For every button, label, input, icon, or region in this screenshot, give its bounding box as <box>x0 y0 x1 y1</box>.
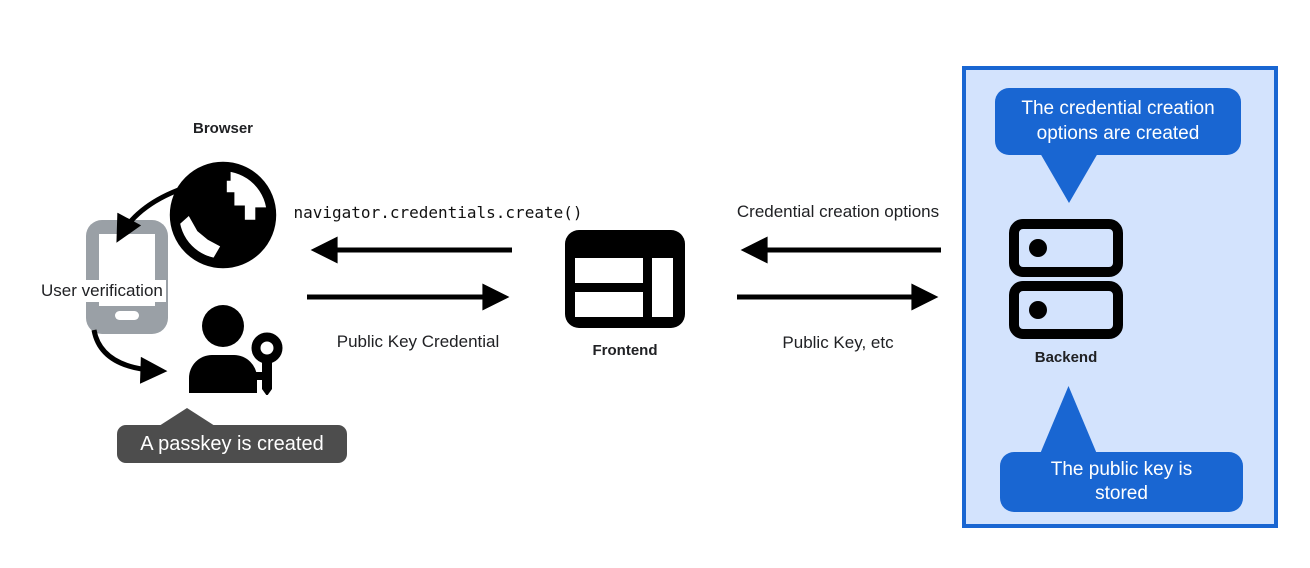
browser-window-icon <box>565 230 685 328</box>
globe-icon <box>166 158 280 272</box>
credential-creation-options-label: Credential creation options <box>736 202 940 221</box>
public-key-credential-label: Public Key Credential <box>336 332 500 351</box>
server-stack-icon <box>1007 218 1125 340</box>
smartphone-icon <box>86 220 168 334</box>
passkey-bubble: A passkey is created <box>117 425 347 463</box>
public-key-etc-label: Public Key, etc <box>782 333 894 352</box>
backend-bubble-top-text: The credential creation options are crea… <box>1021 98 1215 144</box>
backend-bubble-top: The credential creation options are crea… <box>995 88 1241 155</box>
backend-bubble-bottom-text: The public key is stored <box>1050 458 1193 504</box>
backend-bubble-bottom: The public key is stored <box>1000 452 1243 512</box>
browser-label: Browser <box>192 120 254 137</box>
passkey-bubble-tail <box>159 408 215 426</box>
backend-label: Backend <box>1034 349 1098 366</box>
create-call-label: navigator.credentials.create() <box>293 203 583 222</box>
frontend-label: Frontend <box>592 342 658 359</box>
user-verification-label: User verification <box>38 280 166 302</box>
arrow-phone-to-user <box>91 329 168 384</box>
user-key-icon <box>185 303 285 395</box>
